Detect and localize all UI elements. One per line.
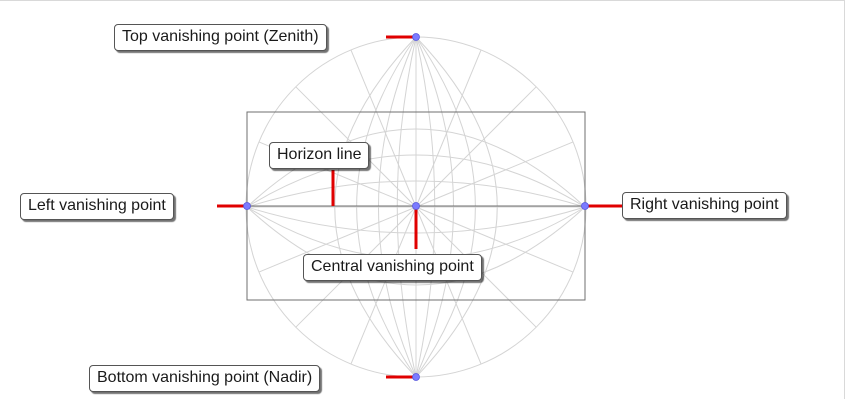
central-vanishing-point-label: Central vanishing point xyxy=(303,254,482,281)
right-vanishing-point xyxy=(581,202,589,210)
bottom-vanishing-point-label: Bottom vanishing point (Nadir) xyxy=(89,365,321,392)
right-vanishing-point-label: Right vanishing point xyxy=(622,192,787,219)
left-vanishing-point xyxy=(243,202,251,210)
top-vanishing-point-label: Top vanishing point (Zenith) xyxy=(114,24,327,51)
radial-line xyxy=(415,141,574,208)
central-vanishing-point xyxy=(412,202,420,210)
radial-line xyxy=(415,206,574,273)
radial-line xyxy=(258,206,417,273)
zenith-point xyxy=(412,33,420,41)
nadir-point xyxy=(412,373,420,381)
radial-line xyxy=(350,49,417,208)
radial-line xyxy=(415,86,537,208)
radial-line xyxy=(415,206,482,365)
horizon-line-label: Horizon line xyxy=(269,142,370,169)
radial-line xyxy=(415,49,482,208)
left-vanishing-point-label: Left vanishing point xyxy=(20,193,174,220)
radial-line xyxy=(350,206,417,365)
